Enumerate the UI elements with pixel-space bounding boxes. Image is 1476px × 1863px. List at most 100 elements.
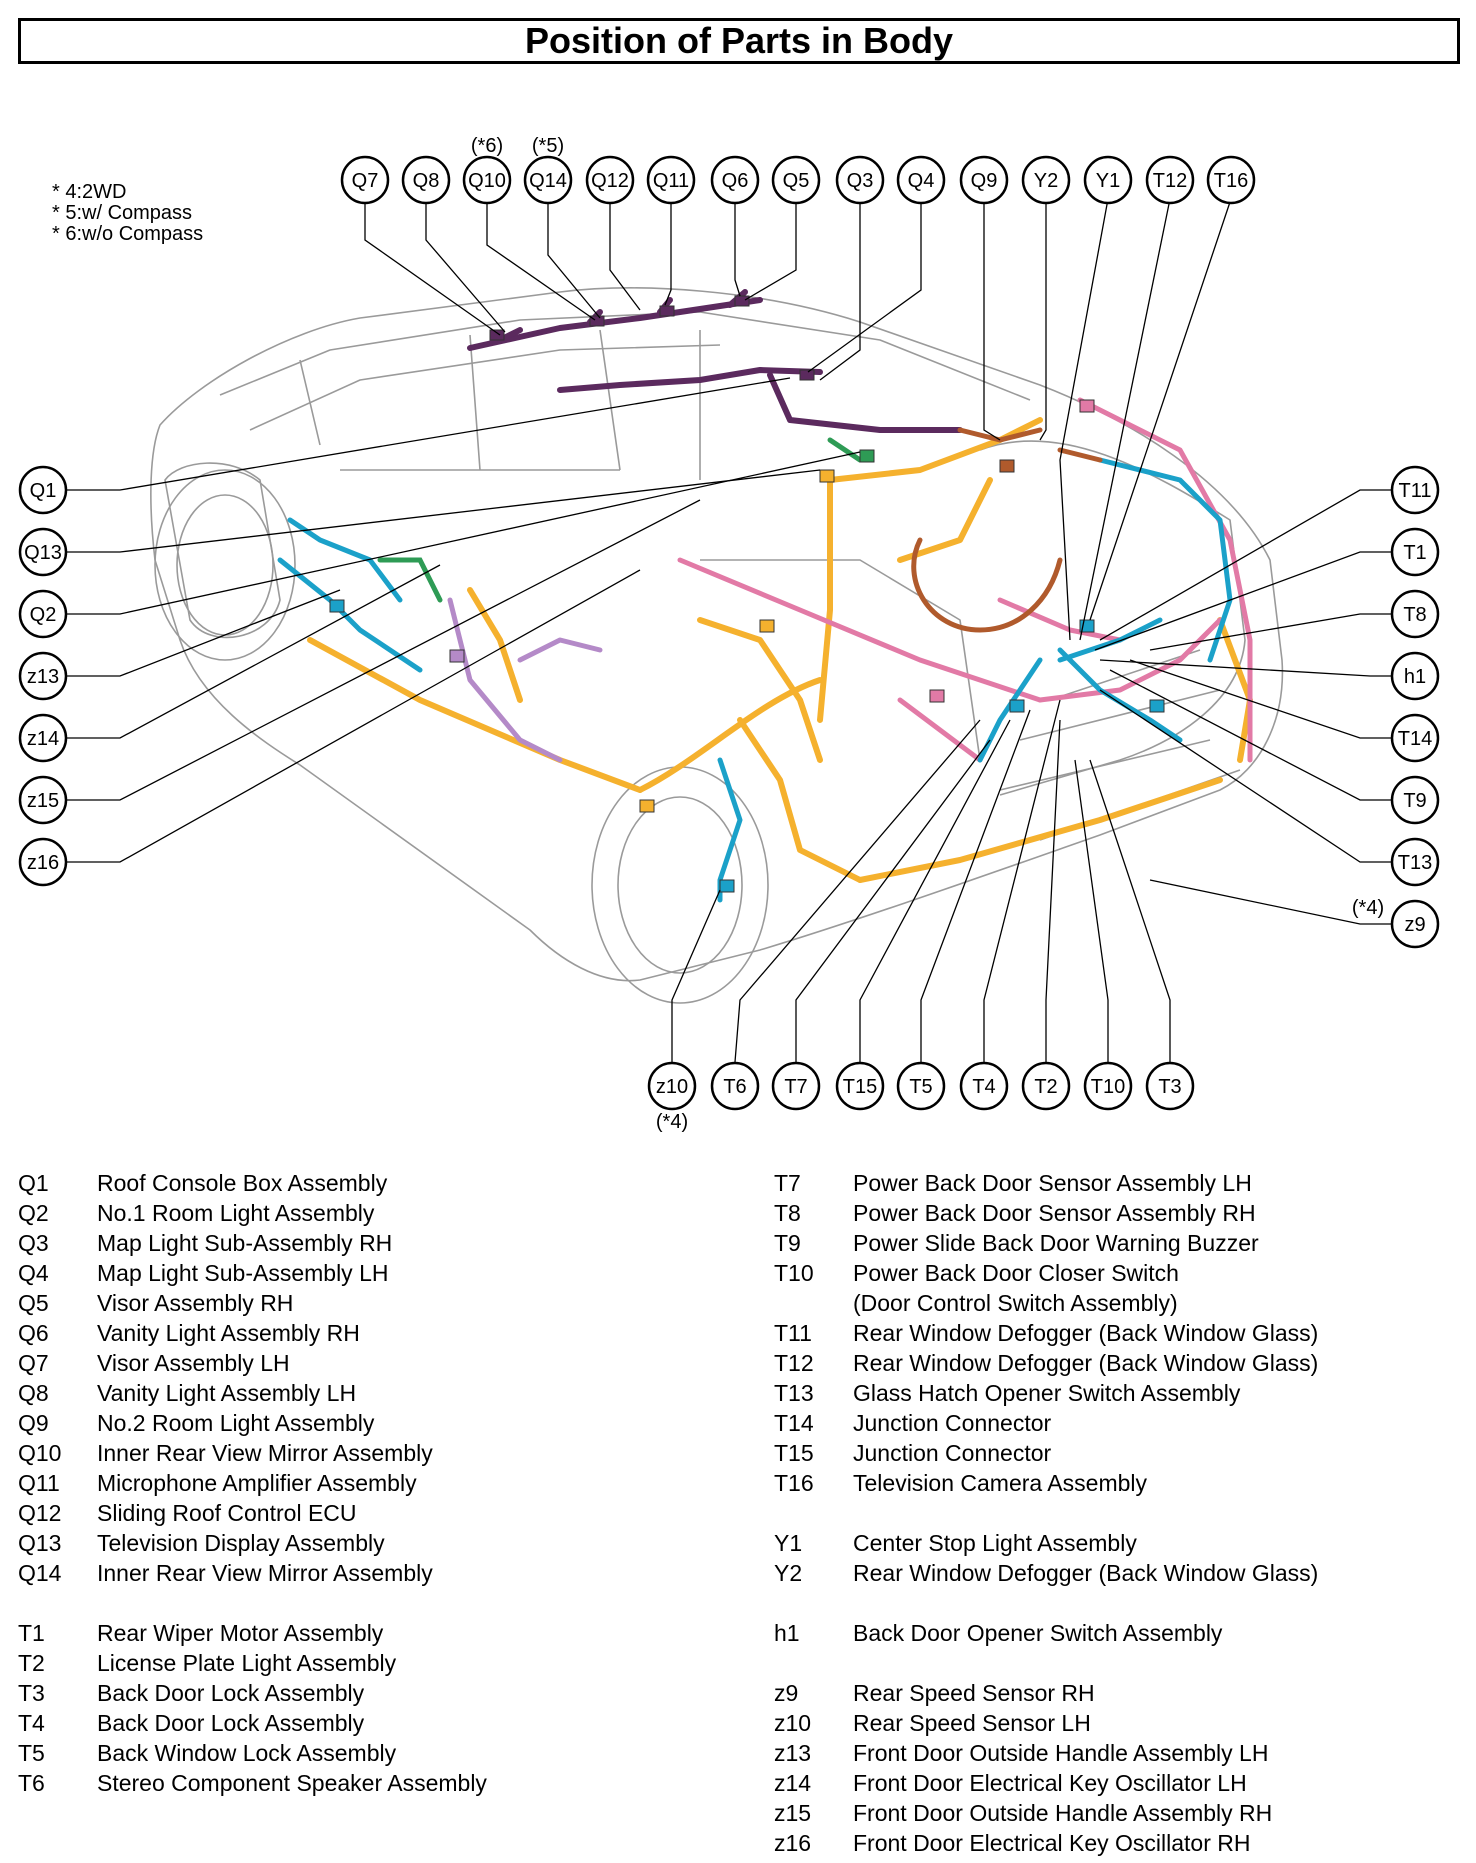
part-description: Vanity Light Assembly LH [97,1380,357,1406]
callout-T3: T3 [1145,1061,1195,1111]
svg-text:(*4): (*4) [1352,897,1384,919]
callout-z15: z15 [18,775,68,825]
part-code: T15 [774,1440,814,1466]
part-description: Visor Assembly RH [97,1290,294,1316]
part-description: Front Door Outside Handle Assembly RH [853,1800,1273,1826]
svg-text:T7: T7 [784,1076,807,1098]
legend-gap [774,1648,1318,1678]
part-description: Rear Wiper Motor Assembly [97,1620,384,1646]
legend-row: Q4 Map Light Sub-Assembly LH [18,1258,487,1288]
part-code: T6 [18,1770,45,1796]
legend-row: Q12 Sliding Roof Control ECU [18,1498,487,1528]
vehicle-wiring-diagram: Q7 Q8 Q10(*6) Q14(*5) Q12 Q11 Q6 Q5 Q3 Q… [18,135,1440,1133]
leader-lines [62,198,1396,1063]
part-code: Q14 [18,1560,62,1586]
part-description: Front Door Electrical Key Oscillator RH [853,1830,1251,1856]
svg-text:h1: h1 [1404,666,1426,688]
harness-pink [677,397,1253,763]
callout-T2: T2 [1021,1061,1071,1111]
svg-text:z10: z10 [656,1076,688,1098]
callout-z14: z14 [18,713,68,763]
svg-text:Q14: Q14 [529,170,567,192]
part-description: Front Door Outside Handle Assembly LH [853,1740,1269,1766]
part-description: Inner Rear View Mirror Assembly [97,1440,433,1466]
part-description: Rear Window Defogger (Back Window Glass) [853,1350,1319,1376]
right-callouts: T11 T1 T8 h1 T14 T9 T13 z9(*4) [1352,465,1440,949]
svg-text:T12: T12 [1153,170,1187,192]
callout-Q6: Q6 [710,155,760,205]
harness-cyan [277,457,1233,903]
part-description: Back Window Lock Assembly [97,1740,397,1766]
part-description: Sliding Roof Control ECU [97,1500,357,1526]
part-code: Q9 [18,1410,49,1436]
svg-text:T8: T8 [1403,604,1426,626]
svg-text:z16: z16 [27,852,59,874]
svg-text:Q4: Q4 [908,170,935,192]
part-code: Q12 [18,1500,62,1526]
part-code: T1 [18,1620,45,1646]
svg-text:Q13: Q13 [24,542,62,564]
svg-text:Q5: Q5 [783,170,810,192]
callout-Q2: Q2 [18,589,68,639]
callout-Q12: Q12 [585,155,635,205]
callout-Q5: Q5 [771,155,821,205]
callout-T1: T1 [1390,527,1440,577]
callout-z13: z13 [18,651,68,701]
part-code: Q7 [18,1350,49,1376]
callout-T8: T8 [1390,589,1440,639]
part-description: Map Light Sub-Assembly LH [97,1260,389,1286]
callout-T5: T5 [896,1061,946,1111]
callout-Q14: Q14(*5) [523,135,573,205]
svg-text:(*4): (*4) [656,1111,688,1133]
legend-gap [774,1498,1318,1528]
svg-text:z13: z13 [27,666,59,688]
part-description: Rear Speed Sensor RH [853,1680,1095,1706]
svg-text:T4: T4 [972,1076,995,1098]
callout-Q13: Q13 [18,527,68,577]
callout-Y1: Y1 [1083,155,1133,205]
part-code: Q13 [18,1530,62,1556]
callout-z9: z9(*4) [1352,897,1440,949]
part-description: License Plate Light Assembly [97,1650,397,1676]
title-box: Position of Parts in Body [18,18,1460,64]
svg-text:Q1: Q1 [30,480,57,502]
harness-lavender [447,597,603,763]
part-code: z15 [774,1800,812,1826]
legend-gap [774,1588,1318,1618]
part-code: T4 [18,1710,45,1736]
part-description: Power Back Door Sensor Assembly LH [853,1170,1252,1196]
footnote: * 5:w/ Compass [52,202,193,224]
part-description: Power Slide Back Door Warning Buzzer [853,1230,1259,1256]
footnotes: * 4:2WD * 5:w/ Compass * 6:w/o Compass [52,182,203,245]
part-code: T9 [774,1230,801,1256]
footnote: * 6:w/o Compass [52,223,204,245]
part-description: Visor Assembly LH [97,1350,290,1376]
page-title: Position of Parts in Body [524,20,954,61]
callout-T13: T13 [1390,837,1440,887]
part-code: Q1 [18,1170,49,1196]
part-code: z10 [774,1710,812,1736]
part-code: Q4 [18,1260,49,1286]
callout-T14: T14 [1390,713,1440,763]
callout-Q10: Q10(*6) [462,135,512,205]
svg-text:T14: T14 [1398,728,1432,750]
footnote: * 4:2WD [52,181,127,203]
part-description: Inner Rear View Mirror Assembly [97,1560,433,1586]
part-code: T13 [774,1380,814,1406]
